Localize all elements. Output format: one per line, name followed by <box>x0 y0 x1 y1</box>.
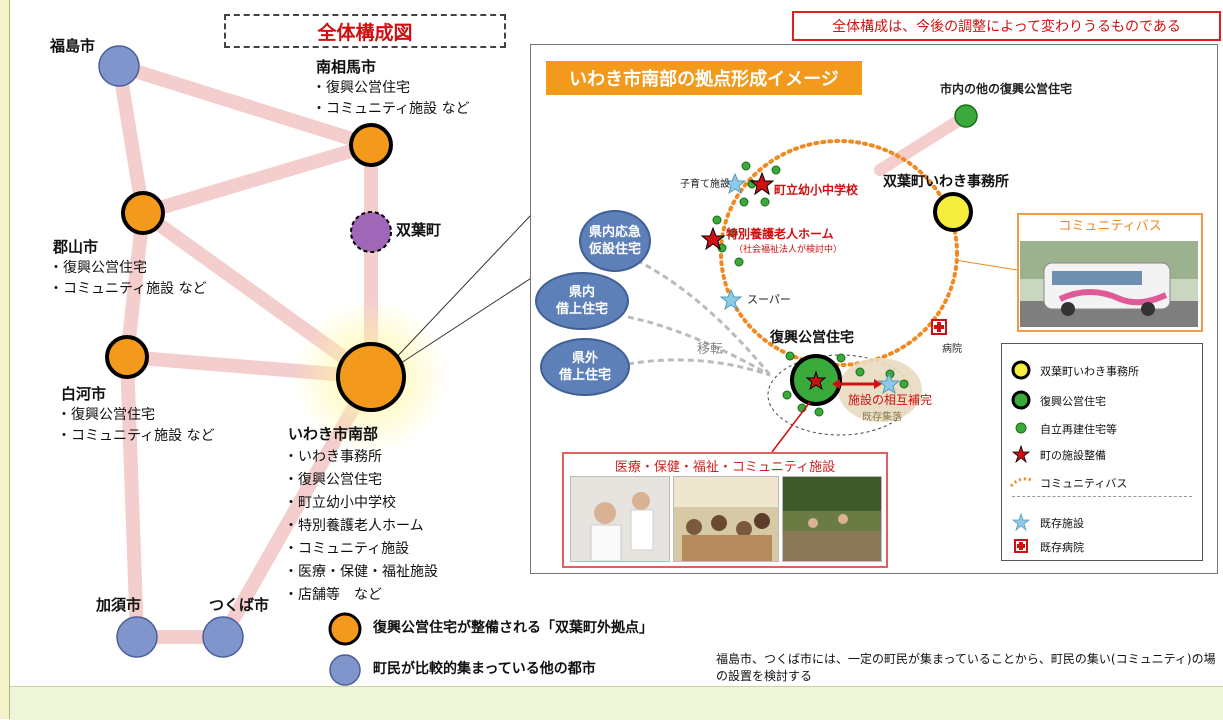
kazo-node <box>116 616 158 658</box>
housing-label: 復興公営住宅 <box>770 330 854 346</box>
minamisoma-item: コミュニティ施設 など <box>312 99 470 120</box>
detail-title: いわき市南部の拠点形成イメージ <box>546 61 862 95</box>
iwaki-item: いわき事務所 <box>284 446 438 469</box>
left-frame-border <box>0 0 10 719</box>
diagram-title: 全体構成図 <box>224 14 506 48</box>
koriyama-block: 郡山市 復興公営住宅 コミュニティ施設 など <box>49 237 207 300</box>
source-bubble: 県内応急 仮設住宅 <box>579 210 651 272</box>
garden-photo <box>782 476 882 562</box>
legend-divider <box>1012 496 1192 497</box>
school-label: 町立幼小中学校 <box>774 183 859 197</box>
legend-green-small-label: 自立再建住宅等 <box>1040 423 1117 436</box>
futaba-label: 双葉町 <box>396 221 442 239</box>
legend-orange-symbol <box>328 612 362 646</box>
shirakawa-block: 白河市 復興公営住宅 コミュニティ施設 など <box>57 384 215 447</box>
legend-existing-label: 既存施設 <box>1040 517 1084 530</box>
source-line2: 借上住宅 <box>558 368 611 383</box>
move-label: 移転 <box>697 342 724 357</box>
legend-symbols <box>1009 360 1033 553</box>
minamisoma-block: 南相馬市 復興公営住宅 コミュニティ施設 など <box>312 57 470 120</box>
minamisoma-node <box>349 123 393 167</box>
shirakawa-item: コミュニティ施設 など <box>57 426 215 447</box>
minamisoma-item: 復興公営住宅 <box>312 78 470 99</box>
doctor-photo <box>570 476 670 562</box>
koriyama-item: コミュニティ施設 など <box>49 279 207 300</box>
shirakawa-item: 復興公営住宅 <box>57 405 215 426</box>
source-line2: 仮設住宅 <box>588 242 641 257</box>
source-line1: 県外 <box>571 351 598 366</box>
legend-orange-label: 復興公営住宅が整備される「双葉町外拠点」 <box>373 620 653 636</box>
source-bubble: 県内 借上住宅 <box>535 272 629 330</box>
adjustment-note: 全体構成は、今後の調整によって変わりうるものである <box>792 11 1221 41</box>
iwaki-label: いわき市南部 <box>288 425 379 443</box>
source-line1: 県内 <box>568 285 595 300</box>
iwaki-item: 医療・保健・福祉施設 <box>284 561 438 584</box>
tsukuba-node <box>202 616 244 658</box>
top-clipped-text <box>10 0 1223 6</box>
community-photo <box>673 476 779 562</box>
shirakawa-node <box>105 335 149 379</box>
iwaki-block: いわき市南部 いわき事務所 復興公営住宅 町立幼小中学校 特別養護老人ホーム コ… <box>284 423 438 607</box>
iwaki-item: 特別養護老人ホーム <box>284 515 438 538</box>
tsukuba-label: つくば市 <box>209 596 270 614</box>
nursing-note: （社会福祉法人が検討中） <box>734 245 843 255</box>
koriyama-node <box>121 191 165 235</box>
iwaki-item: 店舗等 など <box>284 584 438 607</box>
koriyama-label: 郡山市 <box>53 238 99 256</box>
legend-hospital-label: 既存病院 <box>1040 541 1084 554</box>
bottom-band <box>10 686 1223 720</box>
childcare-label: 子育て施設 <box>680 179 730 190</box>
fukushima-node <box>98 45 140 87</box>
source-line2: 借上住宅 <box>555 302 608 317</box>
koriyama-item: 復興公営住宅 <box>49 258 207 279</box>
hospital-label: 病院 <box>942 344 962 355</box>
futaba-node <box>350 211 392 253</box>
nursing-label: 特別養護老人ホーム <box>726 227 834 241</box>
other-housing-label: 市内の他の復興公営住宅 <box>940 82 1073 96</box>
iwaki-item: 町立幼小中学校 <box>284 492 438 515</box>
iwaki-item: コミュニティ施設 <box>284 538 438 561</box>
source-line1: 県内応急 <box>588 225 641 240</box>
legend-green-big-label: 復興公営住宅 <box>1040 395 1106 408</box>
medical-welfare-box: 医療・保健・福祉・コミュニティ施設 <box>562 452 888 568</box>
footnote: 福島市、つくば市には、一定の町民が集まっていることから、町民の集い(コミュニティ… <box>716 652 1216 683</box>
office-label: 双葉町いわき事務所 <box>883 174 1009 190</box>
bus-photo <box>1020 241 1198 327</box>
med-title: 医療・保健・福祉・コミュニティ施設 <box>614 460 836 475</box>
legend-bus-label: コミュニティバス <box>1040 477 1128 490</box>
bus-title: コミュニティバス <box>1058 219 1162 234</box>
legend-star-label: 町の施設整備 <box>1040 449 1106 462</box>
mutual-label: 施設の相互補完 <box>848 393 933 407</box>
existing-village-label: 既存集落 <box>862 412 902 423</box>
legend-blue-symbol <box>329 654 361 686</box>
legend-box: 双葉町いわき事務所 復興公営住宅 自立再建住宅等 町の施設整備 コミュニティバス… <box>1001 343 1203 561</box>
minamisoma-label: 南相馬市 <box>316 58 377 76</box>
supermarket-label: スーパー <box>747 293 791 306</box>
legend-blue-label: 町民が比較的集まっている他の都市 <box>373 661 596 677</box>
kazo-label: 加須市 <box>96 596 142 614</box>
fukushima-label: 福島市 <box>50 37 96 55</box>
iwaki-node <box>336 342 406 412</box>
source-bubble: 県外 借上住宅 <box>540 338 630 396</box>
iwaki-item: 復興公営住宅 <box>284 469 438 492</box>
shirakawa-label: 白河市 <box>61 385 107 403</box>
legend-yellow-label: 双葉町いわき事務所 <box>1040 365 1139 378</box>
community-bus-box: コミュニティバス <box>1017 213 1203 332</box>
